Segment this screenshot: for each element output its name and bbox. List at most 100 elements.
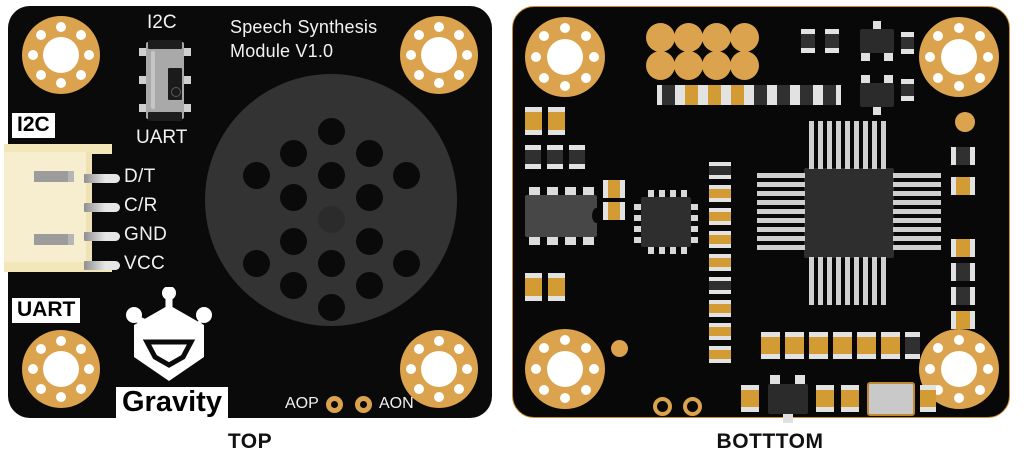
program-pad xyxy=(730,51,759,80)
smd-chip xyxy=(772,85,795,105)
crystal-oscillator xyxy=(867,382,915,416)
pin-stub-cr xyxy=(84,203,120,212)
program-pad xyxy=(730,23,759,52)
smd-chip xyxy=(726,85,749,105)
aop-pad[interactable] xyxy=(326,396,343,413)
program-pad xyxy=(702,23,731,52)
smd-chip xyxy=(857,332,876,359)
smd-chip xyxy=(951,177,975,195)
test-point-pad xyxy=(955,112,975,132)
pin-label-gnd: GND xyxy=(124,224,168,245)
smd-chip xyxy=(809,332,828,359)
aop-label: AOP xyxy=(285,395,319,412)
smd-chip xyxy=(951,287,975,305)
smd-chip xyxy=(951,311,975,329)
connector-shell xyxy=(4,152,86,264)
pin-label-dt: D/T xyxy=(124,166,156,187)
mounting-hole-bottom-left xyxy=(22,330,100,408)
smd-chip xyxy=(881,332,900,359)
smd-chip xyxy=(709,323,731,340)
smd-chip xyxy=(905,332,920,359)
mounting-hole-top-right xyxy=(919,17,999,97)
smd-chip xyxy=(709,231,731,248)
smd-chip xyxy=(761,332,780,359)
smd-chip xyxy=(901,32,914,54)
switch-label-uart: UART xyxy=(136,127,188,148)
smd-chip xyxy=(920,385,936,412)
title-line-1: Speech Synthesis xyxy=(230,17,378,37)
smd-chip xyxy=(525,145,541,169)
soic8-ic xyxy=(525,187,601,245)
smd-chip xyxy=(709,254,731,271)
mounting-hole-top-left xyxy=(525,17,605,97)
mounting-hole-bottom-right xyxy=(400,330,478,408)
smd-chip xyxy=(825,29,839,53)
smd-chip xyxy=(951,239,975,257)
aon-pad[interactable] xyxy=(355,396,372,413)
pin-label-vcc: VCC xyxy=(124,253,166,274)
smd-chip xyxy=(833,332,852,359)
via-ring xyxy=(683,397,702,416)
smd-chip xyxy=(525,273,542,301)
via-pad xyxy=(611,340,628,357)
connector-label-uart: UART xyxy=(12,298,81,324)
smd-chip xyxy=(709,300,731,317)
smd-chip xyxy=(795,85,818,105)
smd-chip xyxy=(818,85,841,105)
smd-chip xyxy=(703,85,726,105)
page-title: Speech Synthesis Module V1.0 xyxy=(230,16,377,64)
pin-stub-gnd xyxy=(84,232,120,241)
pin-label-cr: C/R xyxy=(124,195,158,216)
smd-chip xyxy=(816,385,834,412)
smd-chip xyxy=(603,202,625,220)
speaker xyxy=(205,74,457,326)
pin-stub-dt xyxy=(84,174,120,183)
smd-chip xyxy=(801,29,815,53)
switch-actuator[interactable] xyxy=(168,68,182,100)
smd-chip xyxy=(680,85,703,105)
mounting-hole-top-left xyxy=(22,16,100,94)
sot23-transistor xyxy=(766,375,810,423)
main-ic-qfp xyxy=(757,121,941,305)
sot23-transistor xyxy=(858,75,896,115)
mounting-hole-vias xyxy=(400,330,478,408)
smd-chip xyxy=(525,107,542,135)
mounting-hole-vias xyxy=(22,330,100,408)
connector-top-lip xyxy=(4,144,112,154)
caption-top-view: TOP xyxy=(227,430,273,453)
smd-chip xyxy=(657,85,680,105)
smd-chip xyxy=(603,180,625,198)
smd-chip xyxy=(901,79,914,101)
brand-label: Gravity xyxy=(116,387,228,421)
smd-chip xyxy=(548,273,565,301)
smd-chip xyxy=(841,385,859,412)
connector-label-i2c: I2C xyxy=(12,113,55,139)
program-pad xyxy=(674,23,703,52)
connector-bottom-lip xyxy=(4,262,112,272)
gravity-logo-icon xyxy=(120,286,218,387)
switch-top-band xyxy=(148,40,182,49)
sot23-transistor xyxy=(858,21,896,61)
interface-mode-switch[interactable] xyxy=(139,38,191,123)
smd-chip xyxy=(709,346,731,363)
smd-chip xyxy=(709,162,731,179)
pcb-top-view: Speech Synthesis Module V1.0 I2C UART I2… xyxy=(4,6,492,421)
smd-chip xyxy=(547,145,563,169)
audio-output-pads: AOP AON xyxy=(285,392,425,418)
smd-chip xyxy=(749,85,772,105)
connector-clip-upper xyxy=(34,171,74,182)
aon-label: AON xyxy=(379,395,414,412)
mounting-hole-center xyxy=(43,37,79,73)
switch-label-i2c: I2C xyxy=(147,12,177,33)
mounting-hole-top-right xyxy=(400,16,478,94)
program-pad xyxy=(674,51,703,80)
pin-stub-vcc xyxy=(84,261,120,270)
switch-bottom-band xyxy=(148,112,182,121)
gravity-4pin-connector[interactable] xyxy=(4,144,112,272)
mounting-hole-center xyxy=(421,351,457,387)
caption-bottom-view: BOTTTOM xyxy=(716,430,824,453)
program-pad xyxy=(646,51,675,80)
title-line-2: Module V1.0 xyxy=(230,40,334,61)
smd-chip xyxy=(709,208,731,225)
